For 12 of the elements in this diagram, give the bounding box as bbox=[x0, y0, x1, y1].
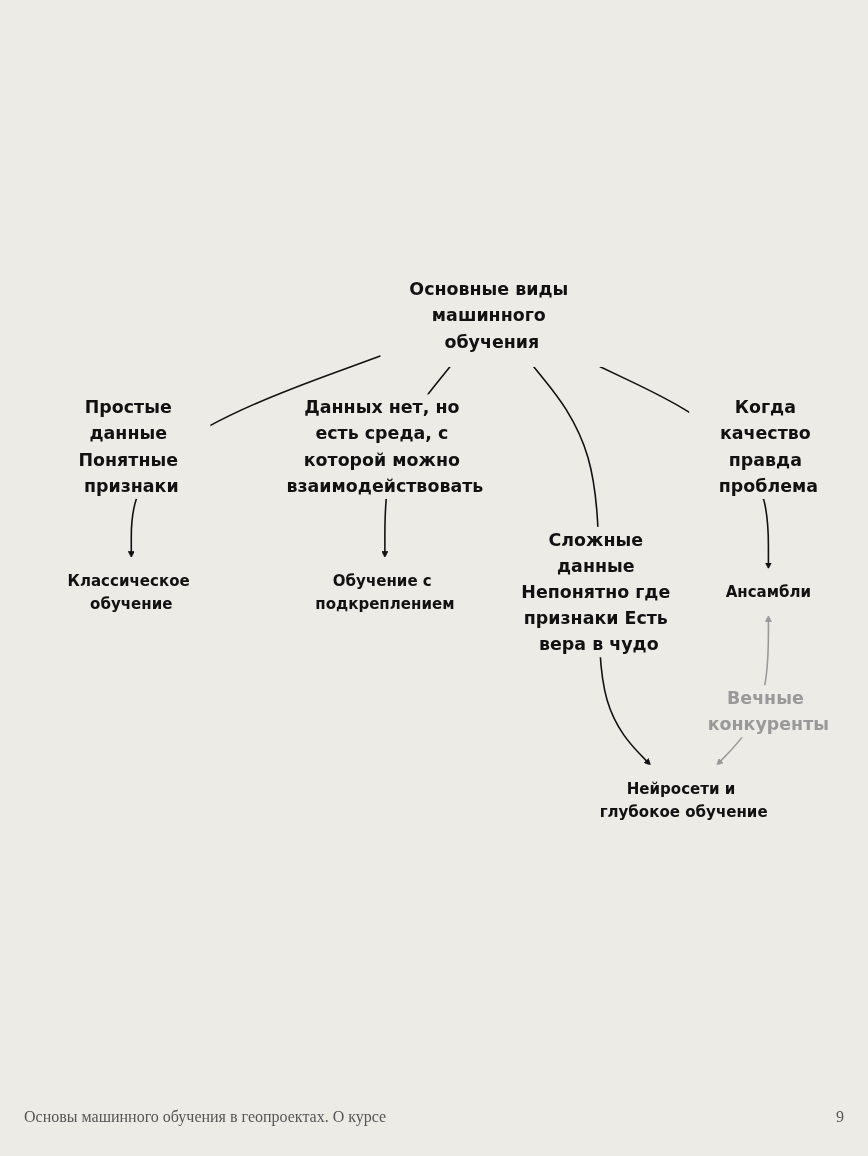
node-text: Классическое обучение bbox=[67, 571, 190, 612]
page-number: 9 bbox=[836, 1108, 844, 1125]
node-text: Обучение с подкреплением bbox=[315, 571, 455, 612]
node-text: Основные виды машинного обучения bbox=[409, 279, 569, 352]
edge-label: Простые данные Понятные признаки bbox=[78, 397, 179, 496]
edge-label: Когда качество правда проблема bbox=[718, 397, 819, 496]
edge-label: Вечные конкуренты bbox=[707, 688, 830, 735]
slide-footer: Основы машинного обучения в геопроектах. О курсе bbox=[24, 1108, 387, 1126]
node-text: Нейросети и глубокое обучение bbox=[599, 779, 768, 820]
edge-label: Данных нет, но есть среда, с которой можно взаимодействовать bbox=[286, 397, 484, 496]
node-text: Ансамбли bbox=[725, 582, 812, 601]
edge-label: Сложные данные Непонятно где признаки Есть вера в чудо bbox=[521, 529, 671, 654]
